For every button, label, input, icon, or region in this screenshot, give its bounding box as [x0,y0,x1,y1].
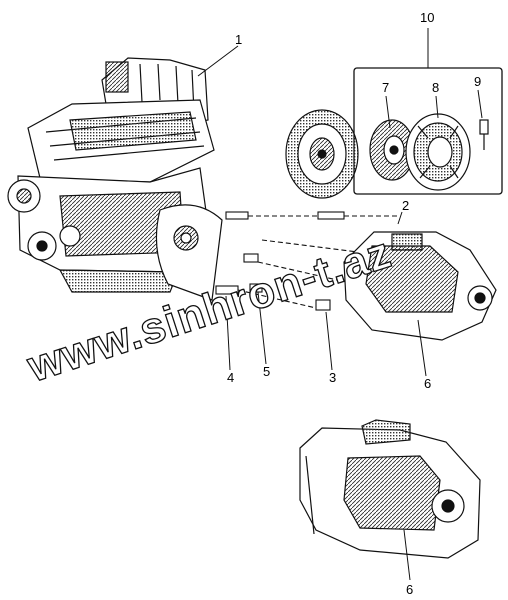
gearbox-lower [299,419,481,559]
callout-4: 4 [227,370,234,385]
callout-8: 8 [432,80,439,95]
callout-1: 1 [235,32,242,47]
callout-2: 2 [402,198,409,213]
leader-lines [197,28,483,581]
clutch-disc [369,119,415,181]
callout-6-lower: 6 [406,582,413,597]
callout-9: 9 [474,74,481,89]
bolt-9 [479,119,489,150]
bell-housing-plate [155,204,223,301]
pressure-plate [405,113,471,191]
mounting-bolts [215,211,400,311]
callout-10: 10 [420,10,434,25]
callout-7: 7 [382,80,389,95]
callout-5: 5 [263,364,270,379]
callout-6-upper: 6 [424,376,431,391]
flywheel [285,109,359,199]
callout-3: 3 [329,370,336,385]
gearbox-upper [343,231,497,341]
